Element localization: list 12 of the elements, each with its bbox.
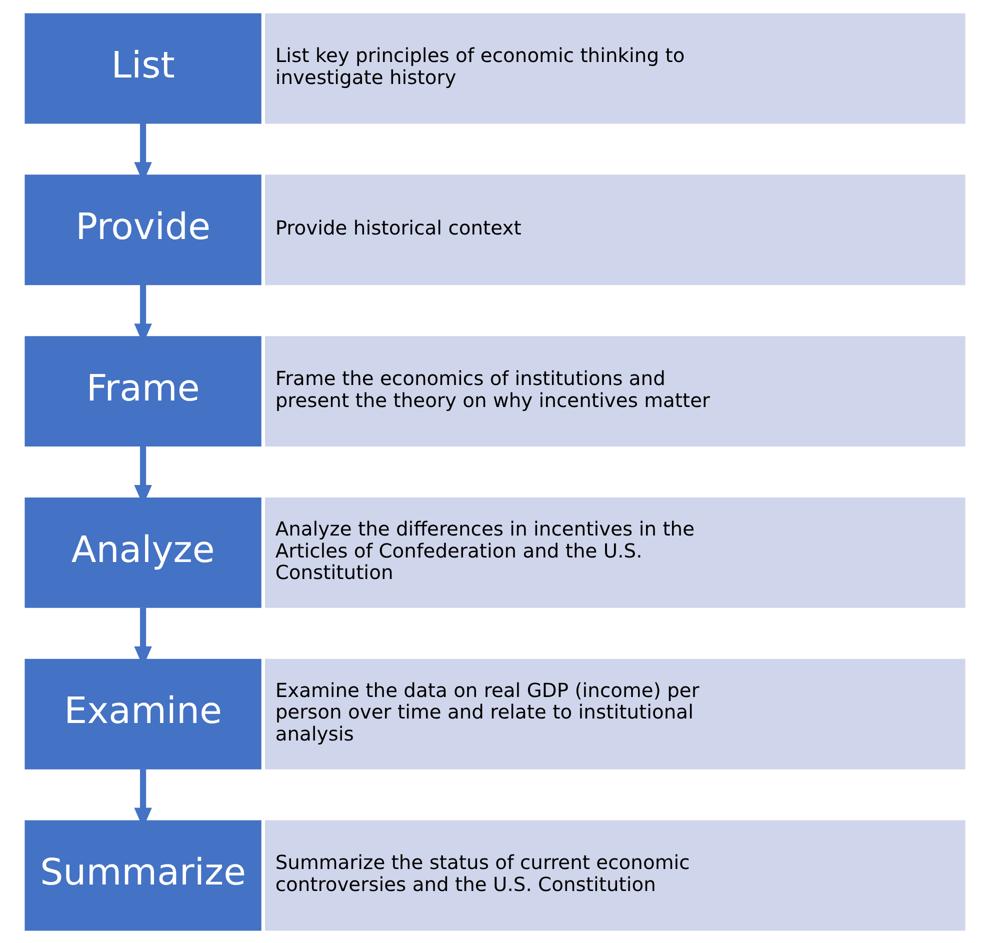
node-box: Summarize the status of current economic controversies and the U.S. Constitution bbox=[265, 820, 966, 930]
node-box: Provide historical context bbox=[265, 174, 966, 285]
node-box: Frame bbox=[24, 336, 262, 446]
node-box: List key principles of economic thinking to investigate history bbox=[265, 12, 966, 124]
node-box: Examine the data on real GDP (income) per person over time and relate to institutional analysis bbox=[265, 658, 966, 769]
node-box: Analyze bbox=[24, 496, 262, 608]
node-box: Analyze the differences in incentives in the Articles of Confederation and the U.S. Constitution bbox=[265, 496, 966, 608]
node-box: Frame the economics of institutions and present the theory on why incentives matter bbox=[265, 336, 966, 446]
node-box: Summarize bbox=[24, 820, 262, 930]
node-box: Examine bbox=[24, 658, 262, 769]
node-box: Provide bbox=[24, 174, 262, 285]
node-box: List bbox=[24, 12, 262, 124]
